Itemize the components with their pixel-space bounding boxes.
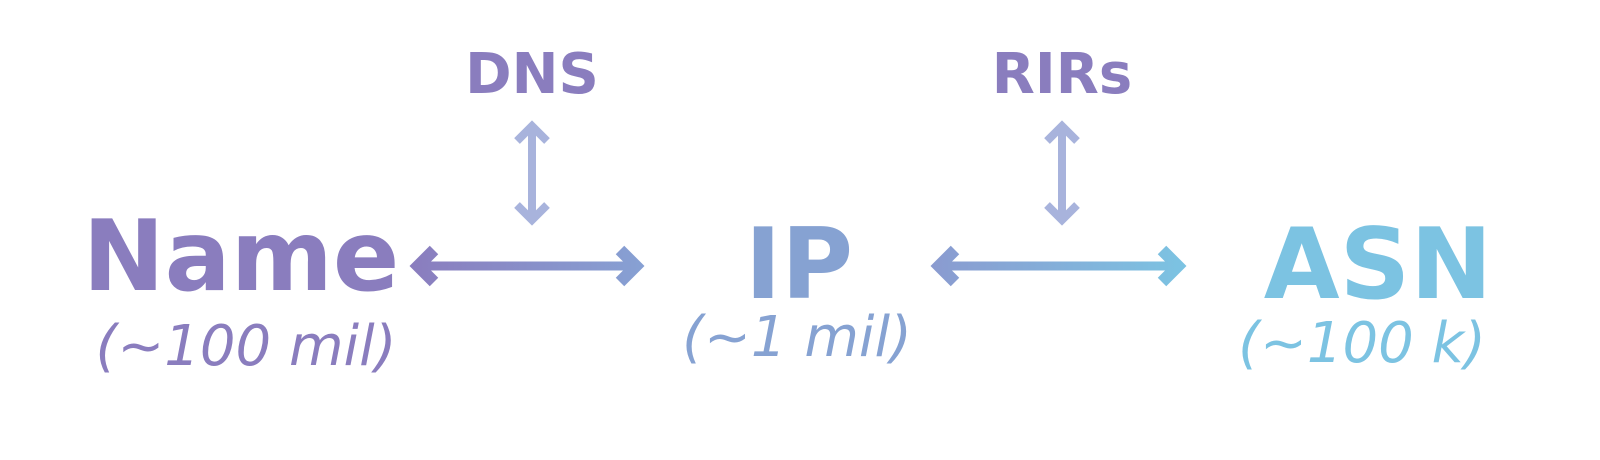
name-ip-arrow — [409, 245, 645, 287]
node-name-label: Name — [83, 200, 400, 314]
node-name-count: (~100 mil) — [96, 314, 397, 379]
node-asn-count: (~100 k) — [1238, 311, 1486, 376]
node-ip-count: (~1 mil) — [682, 305, 912, 370]
node-asn-label: ASN — [1264, 208, 1492, 322]
rirs-label: RIRs — [992, 42, 1132, 107]
ip-asn-arrow — [930, 245, 1187, 287]
dns-label: DNS — [465, 42, 599, 107]
dns-vertical-arrow — [514, 120, 550, 226]
rirs-vertical-arrow — [1044, 120, 1080, 226]
node-ip-label: IP — [745, 208, 853, 322]
